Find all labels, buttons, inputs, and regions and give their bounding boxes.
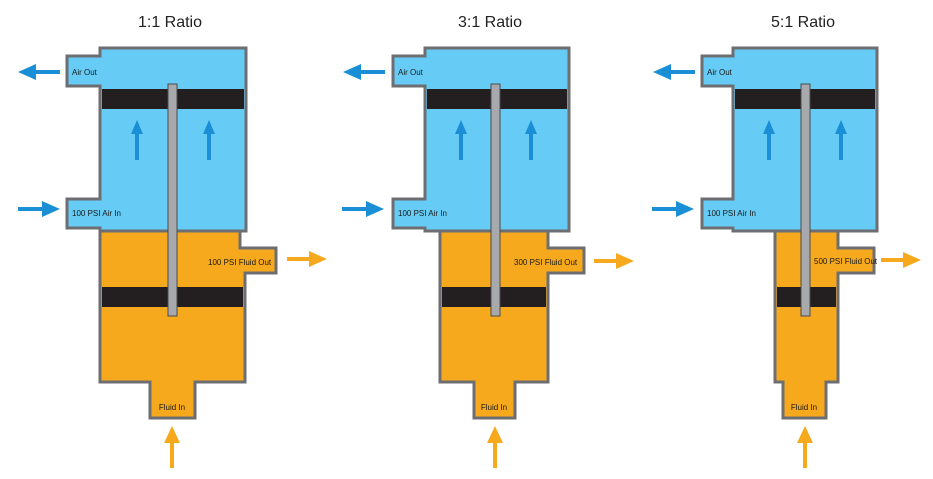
pump-1-1: 1:1 Ratio Air Out 100 PSI Air In 100 PSI…: [18, 14, 327, 468]
fluid-in-arrow-icon: [797, 426, 813, 468]
arrow-up-icon: [455, 120, 467, 160]
fluid-out-arrow-icon: [594, 253, 634, 269]
arrow-up-icon: [763, 120, 775, 160]
arrow-up-icon: [835, 120, 847, 160]
fluid-out-arrow-icon: [287, 251, 327, 267]
fluid-in-label: Fluid In: [481, 403, 507, 412]
arrow-up-icon: [131, 120, 143, 160]
fluid-in-label: Fluid In: [159, 403, 185, 412]
pump-3-title: 5:1 Ratio: [771, 14, 835, 31]
fluid-in-label: Fluid In: [791, 403, 817, 412]
piston-rod: [800, 83, 811, 317]
piston-rod: [167, 83, 178, 317]
air-in-arrow-icon: [652, 201, 694, 217]
air-in-label: 100 PSI Air In: [707, 209, 756, 218]
pump-2-title: 3:1 Ratio: [458, 14, 522, 31]
air-in-label: 100 PSI Air In: [398, 209, 447, 218]
pump-1-title: 1:1 Ratio: [138, 14, 202, 31]
air-in-label: 100 PSI Air In: [72, 209, 121, 218]
piston-rod: [490, 83, 501, 317]
fluid-in-arrow-icon: [487, 426, 503, 468]
fluid-out-arrow-icon: [881, 252, 921, 268]
arrow-up-icon: [525, 120, 537, 160]
pump-3-1: 3:1 Ratio Air Out 100 PSI Air In 300 PSI…: [342, 14, 634, 468]
air-in-arrow-icon: [342, 201, 384, 217]
fluid-chamber: [98, 229, 278, 420]
fluid-out-label: 500 PSI Fluid Out: [814, 257, 878, 266]
air-out-arrow-icon: [18, 64, 60, 80]
air-out-arrow-icon: [653, 64, 695, 80]
fluid-chamber: [438, 229, 586, 420]
fluid-out-label: 100 PSI Fluid Out: [208, 258, 272, 267]
air-out-label: Air Out: [72, 68, 98, 77]
air-in-arrow-icon: [18, 201, 60, 217]
air-out-arrow-icon: [343, 64, 385, 80]
pump-5-1: 5:1 Ratio Air Out 100 PSI Air In 500 PSI…: [652, 14, 921, 468]
fluid-chamber: [773, 229, 876, 420]
air-out-label: Air Out: [707, 68, 733, 77]
fluid-in-arrow-icon: [164, 426, 180, 468]
air-out-label: Air Out: [398, 68, 424, 77]
arrow-up-icon: [203, 120, 215, 160]
fluid-out-label: 300 PSI Fluid Out: [514, 258, 578, 267]
